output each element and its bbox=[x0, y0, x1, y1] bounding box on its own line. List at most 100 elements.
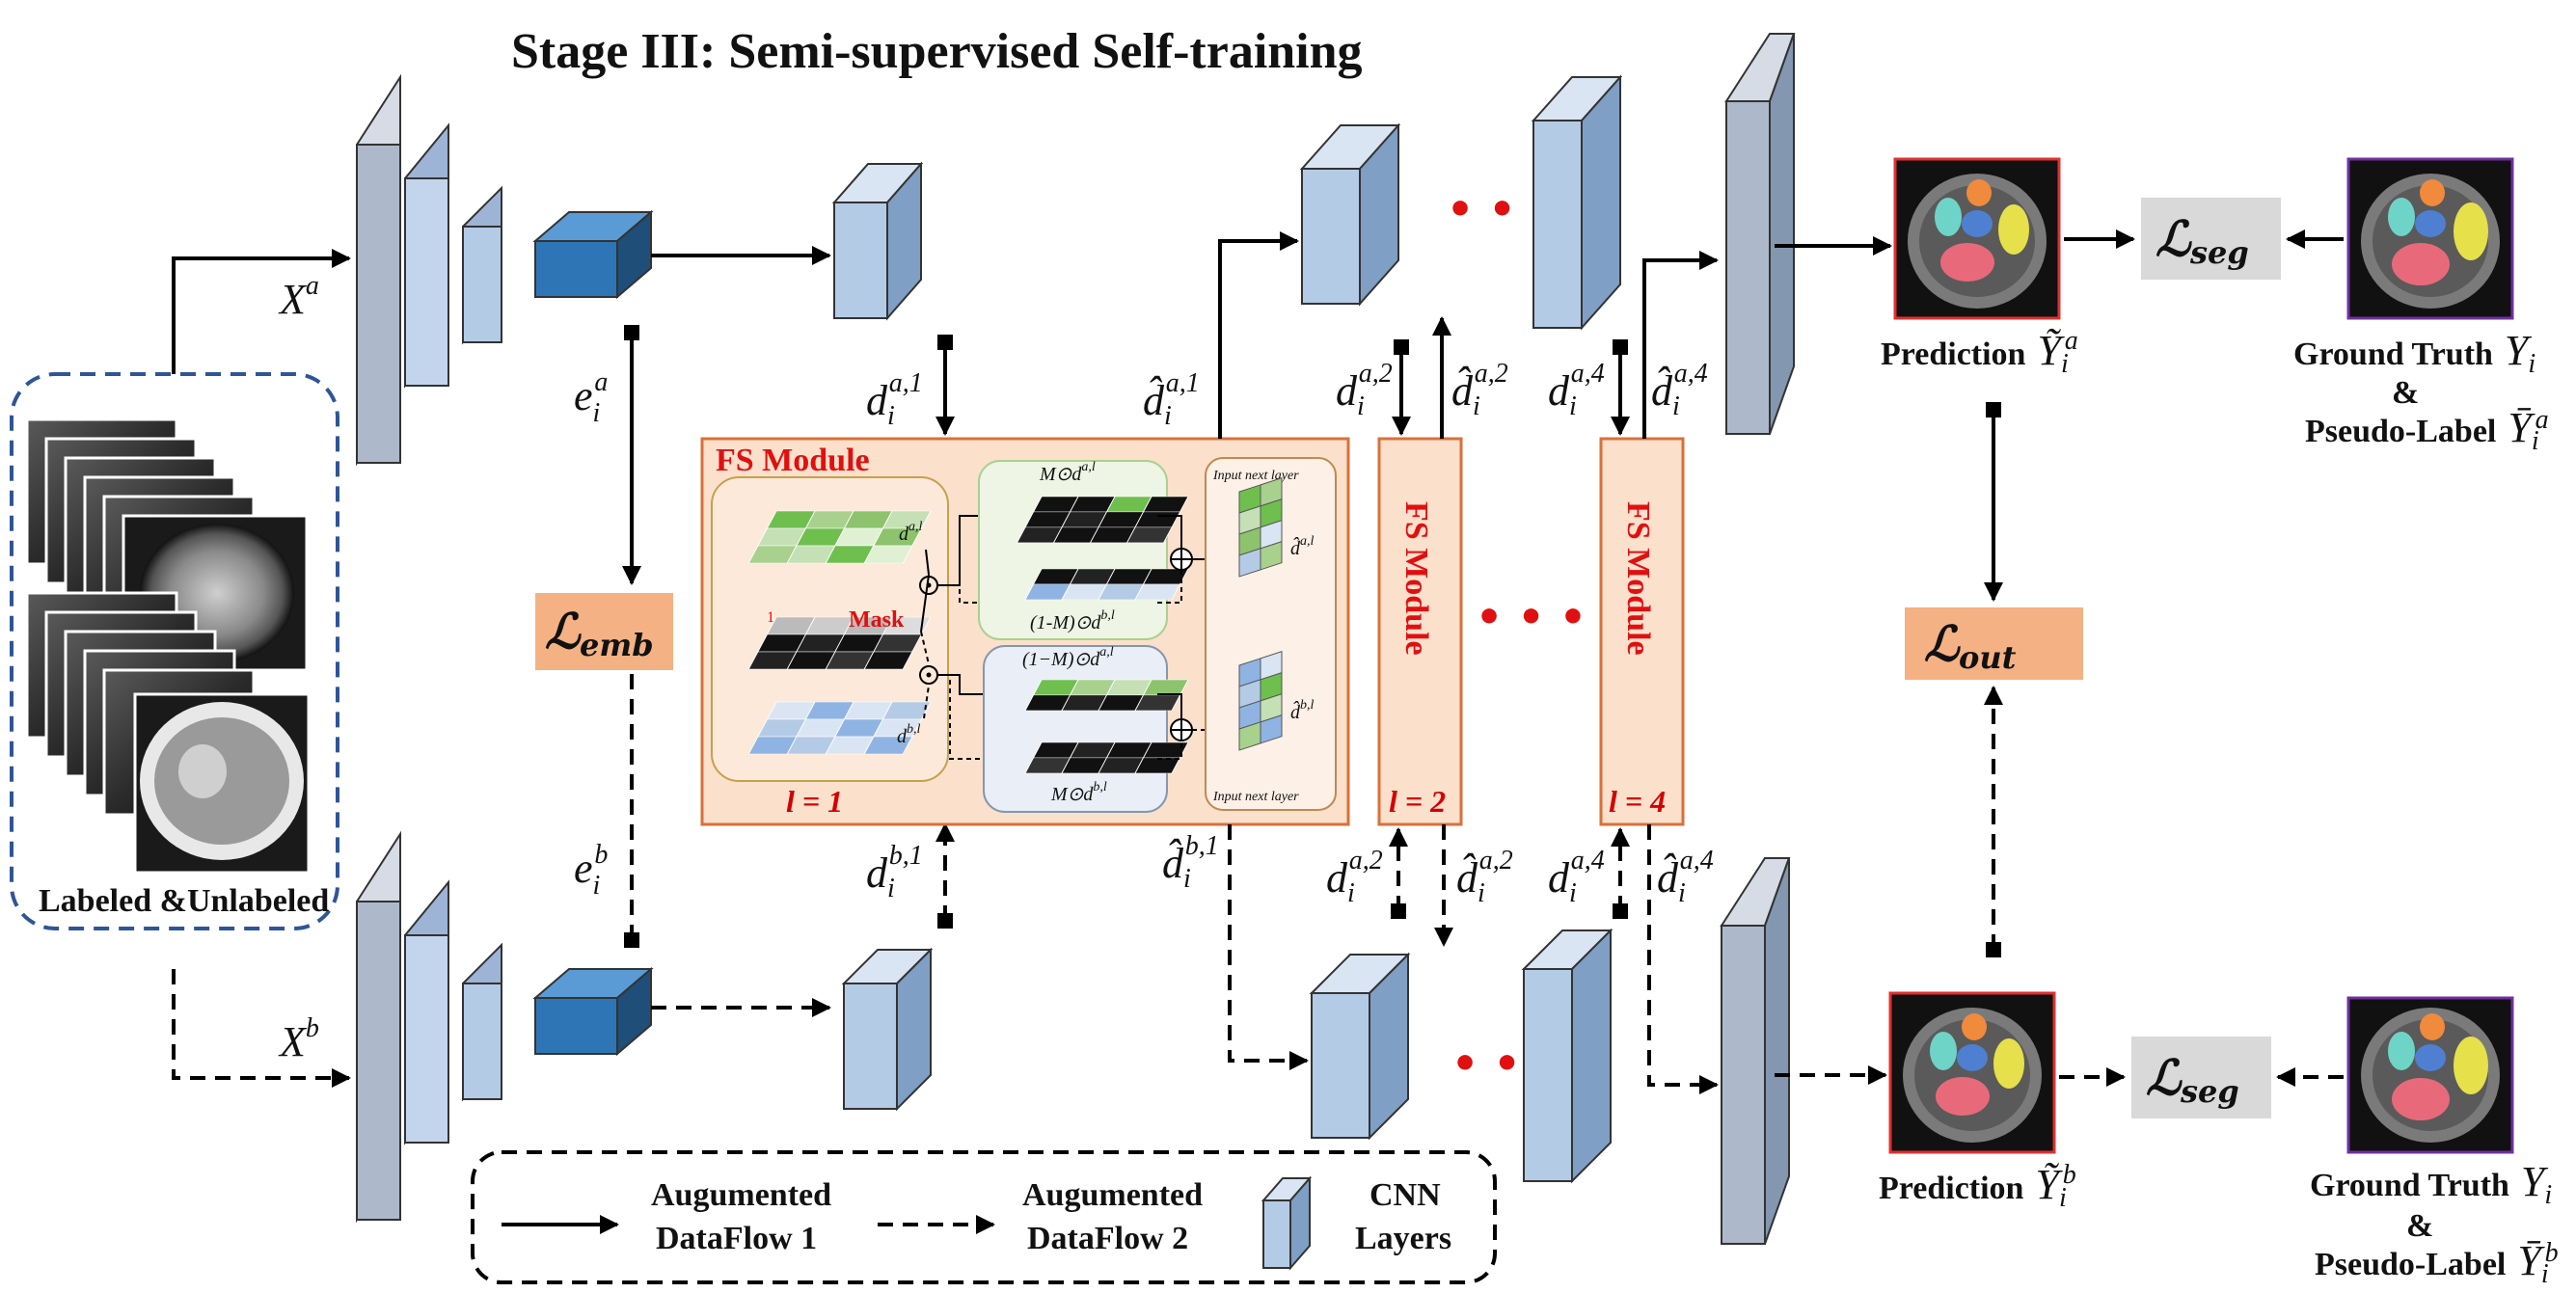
label-d-a4-top: dia,4 bbox=[1548, 359, 1605, 421]
label-dhat-b1: d̂ib,1 bbox=[1162, 831, 1219, 894]
fs-module-4-layer: l = 4 bbox=[1609, 784, 1666, 819]
cnn-block-a-4 bbox=[1531, 74, 1623, 331]
svg-text:ℒemb: ℒemb bbox=[545, 603, 654, 663]
dhat-a-fs: d̂a,l bbox=[1290, 534, 1315, 559]
arrow-fs4-out-b bbox=[1647, 824, 1719, 1094]
expr-1m-d-b: (1-M)⊙db,l bbox=[1030, 608, 1115, 633]
final-layer-a bbox=[1724, 33, 1796, 435]
fs-module-1: FS Module l = 1 bbox=[700, 437, 1350, 826]
legend-flow2-line1: Augumented bbox=[1022, 1177, 1203, 1213]
grid-green-a bbox=[747, 510, 932, 564]
loss-out-box: ℒout bbox=[1905, 607, 2083, 680]
fs-mask-a-line bbox=[920, 574, 930, 633]
path-bot-lower bbox=[937, 674, 1004, 764]
encoder-b bbox=[356, 830, 654, 1224]
label-d-b1: dib,1 bbox=[866, 841, 923, 903]
grid-inv-masked-a bbox=[1024, 679, 1189, 712]
grid-inv-masked-b bbox=[1024, 568, 1189, 601]
final-layer-b bbox=[1720, 857, 1791, 1245]
label-dhat-a1: d̂ia,1 bbox=[1143, 368, 1200, 431]
oplus-top-in2 bbox=[1157, 570, 1182, 604]
loss-seg-b-box: ℒseg bbox=[2131, 1037, 2271, 1118]
label-dhat-a2-top: d̂ia,2 bbox=[1451, 359, 1508, 421]
mask-label: Mask bbox=[849, 607, 905, 633]
cnn-block-b-4 bbox=[1521, 928, 1613, 1184]
prediction-image-b bbox=[1888, 991, 2056, 1154]
arrow-fs4-out-a bbox=[1642, 251, 1719, 439]
oplus-bot-in1 bbox=[1157, 693, 1182, 719]
arrow-fs1-out-b bbox=[1228, 824, 1309, 1070]
fs-module-4: FS Module l = 4 bbox=[1599, 437, 1685, 826]
fs-module-2-layer: l = 2 bbox=[1389, 784, 1446, 819]
expr-m-d-a: M⊙da,l bbox=[1039, 460, 1096, 485]
label-ea: eia bbox=[574, 367, 608, 428]
expr-1m-d-a: (1−M)⊙da,l bbox=[1022, 645, 1114, 670]
input-arrow-a bbox=[172, 249, 351, 374]
svg-text:ℒseg: ℒseg bbox=[2156, 210, 2249, 271]
fs-module-2-title: FS Module bbox=[1398, 501, 1434, 656]
grid-mask bbox=[747, 616, 932, 670]
fs-in-b-line bbox=[923, 685, 930, 719]
prediction-image-a bbox=[1893, 157, 2061, 320]
page-title: Stage III: Semi-supervised Self-training bbox=[511, 24, 1363, 79]
odot-bottom-dot bbox=[926, 672, 932, 678]
input-arrow-b bbox=[172, 969, 351, 1088]
input-image-stack: Labeled &Unlabeled bbox=[10, 372, 339, 930]
grid-out-a bbox=[1238, 477, 1283, 578]
grid-masked-b bbox=[1024, 741, 1189, 774]
label-xb: Xb bbox=[278, 1013, 319, 1065]
loss-seg-a-box: ℒseg bbox=[2141, 198, 2281, 280]
input-next-bottom: Input next layer bbox=[1212, 790, 1299, 804]
grid-out-b bbox=[1238, 651, 1283, 751]
cnn-block-b-1 bbox=[841, 947, 934, 1112]
label-d-a2-top: dia,2 bbox=[1336, 359, 1393, 421]
gt-b-amp: & bbox=[2406, 1208, 2433, 1244]
ground-truth-image-b bbox=[2346, 996, 2514, 1154]
oplus-top-in1 bbox=[1157, 515, 1182, 549]
cnn-block-b-2 bbox=[1309, 952, 1411, 1141]
input-box-label: Labeled &Unlabeled bbox=[39, 883, 329, 919]
dhat-b-fs: d̂b,l bbox=[1290, 698, 1315, 723]
arrow-fs1-out-a bbox=[1218, 231, 1299, 439]
expr-m-d-b: M⊙db,l bbox=[1050, 780, 1107, 805]
label-xa: Xa bbox=[278, 271, 319, 323]
label-dhat-a2-bot: d̂ia,2 bbox=[1456, 846, 1513, 908]
cnn-block-a-2 bbox=[1299, 122, 1401, 307]
fs-module-1-title: FS Module bbox=[716, 443, 870, 478]
legend-cnn-icon bbox=[1261, 1175, 1313, 1271]
loss-emb-box: ℒemb bbox=[535, 593, 673, 670]
label-d-a4-bot: dia,4 bbox=[1548, 846, 1605, 908]
fs-module-1-layer: l = 1 bbox=[786, 784, 843, 819]
gt-a-amp: & bbox=[2392, 375, 2419, 411]
grid-masked-a bbox=[1016, 496, 1189, 544]
label-dhat-a4-bot: d̂ia,4 bbox=[1657, 846, 1714, 908]
ground-truth-image-a bbox=[2346, 157, 2514, 320]
grid-blue-b bbox=[747, 701, 932, 755]
label-d-a1: dia,1 bbox=[866, 368, 923, 431]
ct-stack-bottom bbox=[25, 591, 311, 875]
ellipsis-mid: • • • bbox=[1476, 593, 1586, 642]
fs-in-a-line bbox=[925, 549, 930, 576]
cnn-block-a-1 bbox=[831, 161, 924, 321]
svg-text:ℒseg: ℒseg bbox=[2146, 1049, 2239, 1110]
fs-d-b-label: db,l bbox=[897, 722, 921, 747]
legend-flow1-line1: Augumented bbox=[651, 1177, 831, 1213]
legend-flow1-line2: DataFlow 1 bbox=[656, 1221, 817, 1256]
label-d-a2-bot: dia,2 bbox=[1326, 846, 1383, 908]
fs-module-4-title: FS Module bbox=[1620, 501, 1656, 656]
next-layer-box bbox=[1205, 457, 1337, 811]
fs-d-a-label: da,l bbox=[899, 520, 923, 545]
fs-module-2: FS Module l = 2 bbox=[1377, 437, 1463, 826]
fs-mask-b-line bbox=[920, 631, 930, 665]
svg-text:ℒout: ℒout bbox=[1924, 615, 2017, 676]
mask-index: 1 bbox=[767, 609, 774, 626]
legend: Augumented DataFlow 1 Augumented DataFlo… bbox=[471, 1150, 1497, 1284]
legend-flow2-line2: DataFlow 2 bbox=[1027, 1221, 1188, 1256]
legend-cnn-line1: CNN bbox=[1369, 1177, 1441, 1213]
label-eb: eib bbox=[574, 840, 608, 901]
